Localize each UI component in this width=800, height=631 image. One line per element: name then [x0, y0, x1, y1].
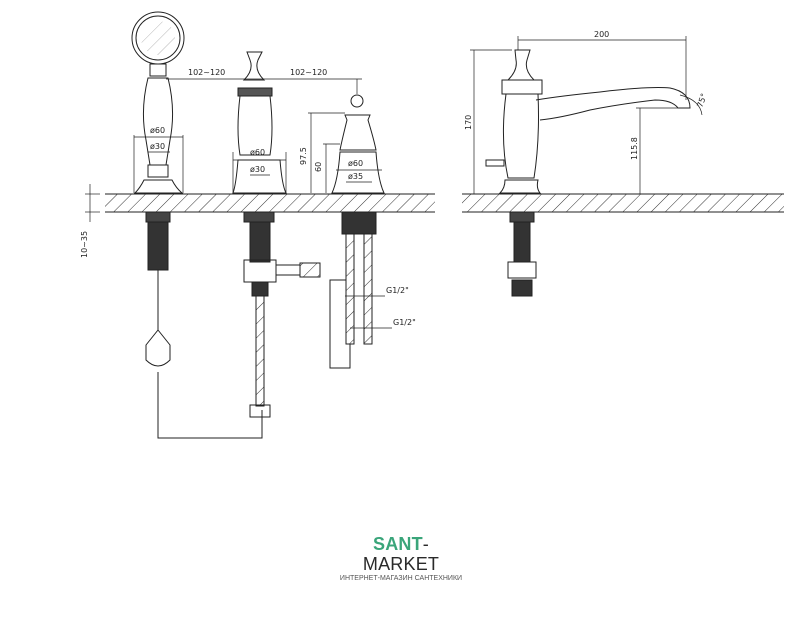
hand-shower — [131, 11, 263, 439]
deck-thickness-label: 10~35 — [80, 231, 89, 258]
height-60-label: 60 — [314, 162, 323, 172]
side-reach-label: 200 — [594, 30, 609, 39]
thread-label-2: G1/2" — [393, 318, 416, 327]
side-angle-label: 75° — [695, 92, 708, 108]
spout-d60-label: ø60 — [250, 148, 265, 157]
logo-tagline: ИНТЕРНЕТ-МАГАЗИН САНТЕХНИКИ — [339, 575, 463, 582]
side-spout-height-label: 115.8 — [630, 137, 639, 160]
logo-brand-part2: -MARKET — [362, 534, 440, 574]
deck-side-view — [462, 193, 784, 213]
dimension-lines — [85, 36, 703, 329]
spout-d30-label: ø30 — [250, 165, 265, 174]
faucet-side-view — [485, 49, 691, 297]
spout — [232, 51, 321, 418]
valve-d35-label: ø35 — [348, 172, 363, 181]
height-97-5-label: 97.5 — [299, 147, 308, 165]
deck-front-view — [105, 193, 435, 213]
logo-brand-part1: SANT — [372, 534, 423, 554]
shower-d60-label: ø60 — [150, 126, 165, 135]
shower-d30-label: ø30 — [150, 142, 165, 151]
side-height-label: 170 — [464, 115, 473, 130]
thread-label-1: G1/2" — [386, 286, 409, 295]
spacing-left-label: 102~120 — [188, 68, 225, 77]
spacing-right-label: 102~120 — [290, 68, 327, 77]
valve-handle — [329, 94, 385, 369]
valve-d60-label: ø60 — [348, 159, 363, 168]
sant-market-logo: SANT-MARKET ИНТЕРНЕТ-МАГАЗИН САНТЕХНИКИ — [336, 534, 466, 582]
